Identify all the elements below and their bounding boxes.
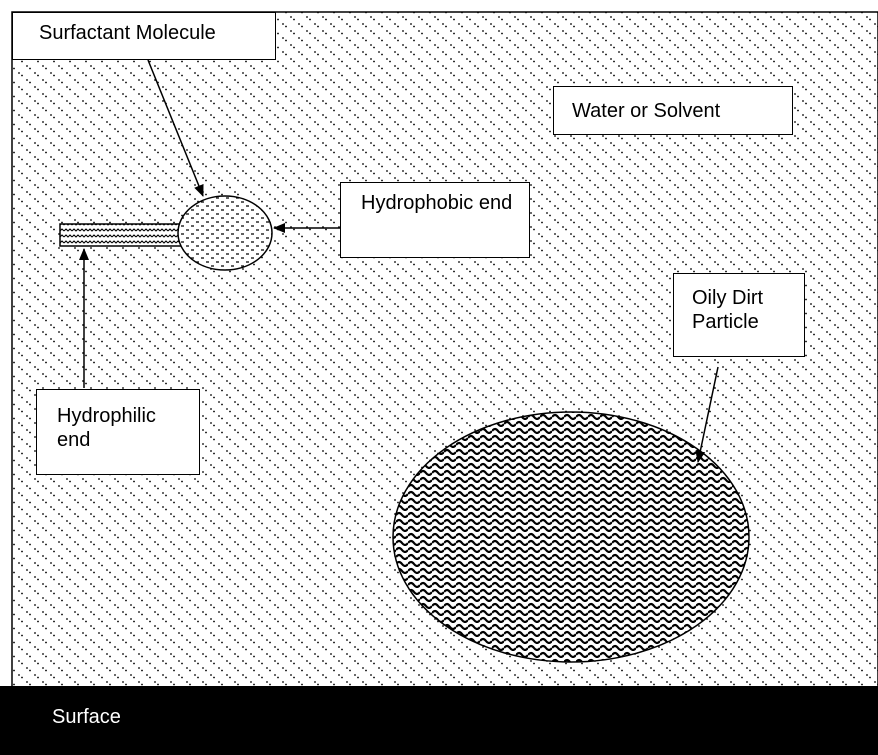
surface-band xyxy=(0,686,878,755)
label-hydrophobic-end: Hydrophobic end xyxy=(340,182,530,258)
label-hydrophilic-end: Hydrophilic end xyxy=(36,389,200,475)
oily-dirt-particle xyxy=(392,411,750,663)
hydrophobic-head xyxy=(177,195,273,271)
arrow-surfactant-molecule xyxy=(147,59,204,197)
label-surface: Surface xyxy=(52,706,121,728)
hydrophilic-tail xyxy=(59,223,183,247)
label-oily-dirt-particle: Oily Dirt Particle xyxy=(673,273,805,357)
arrow-oily-dirt-particle xyxy=(695,366,719,463)
label-surfactant-molecule: Surfactant Molecule xyxy=(12,12,276,60)
label-water-or-solvent: Water or Solvent xyxy=(553,86,793,135)
